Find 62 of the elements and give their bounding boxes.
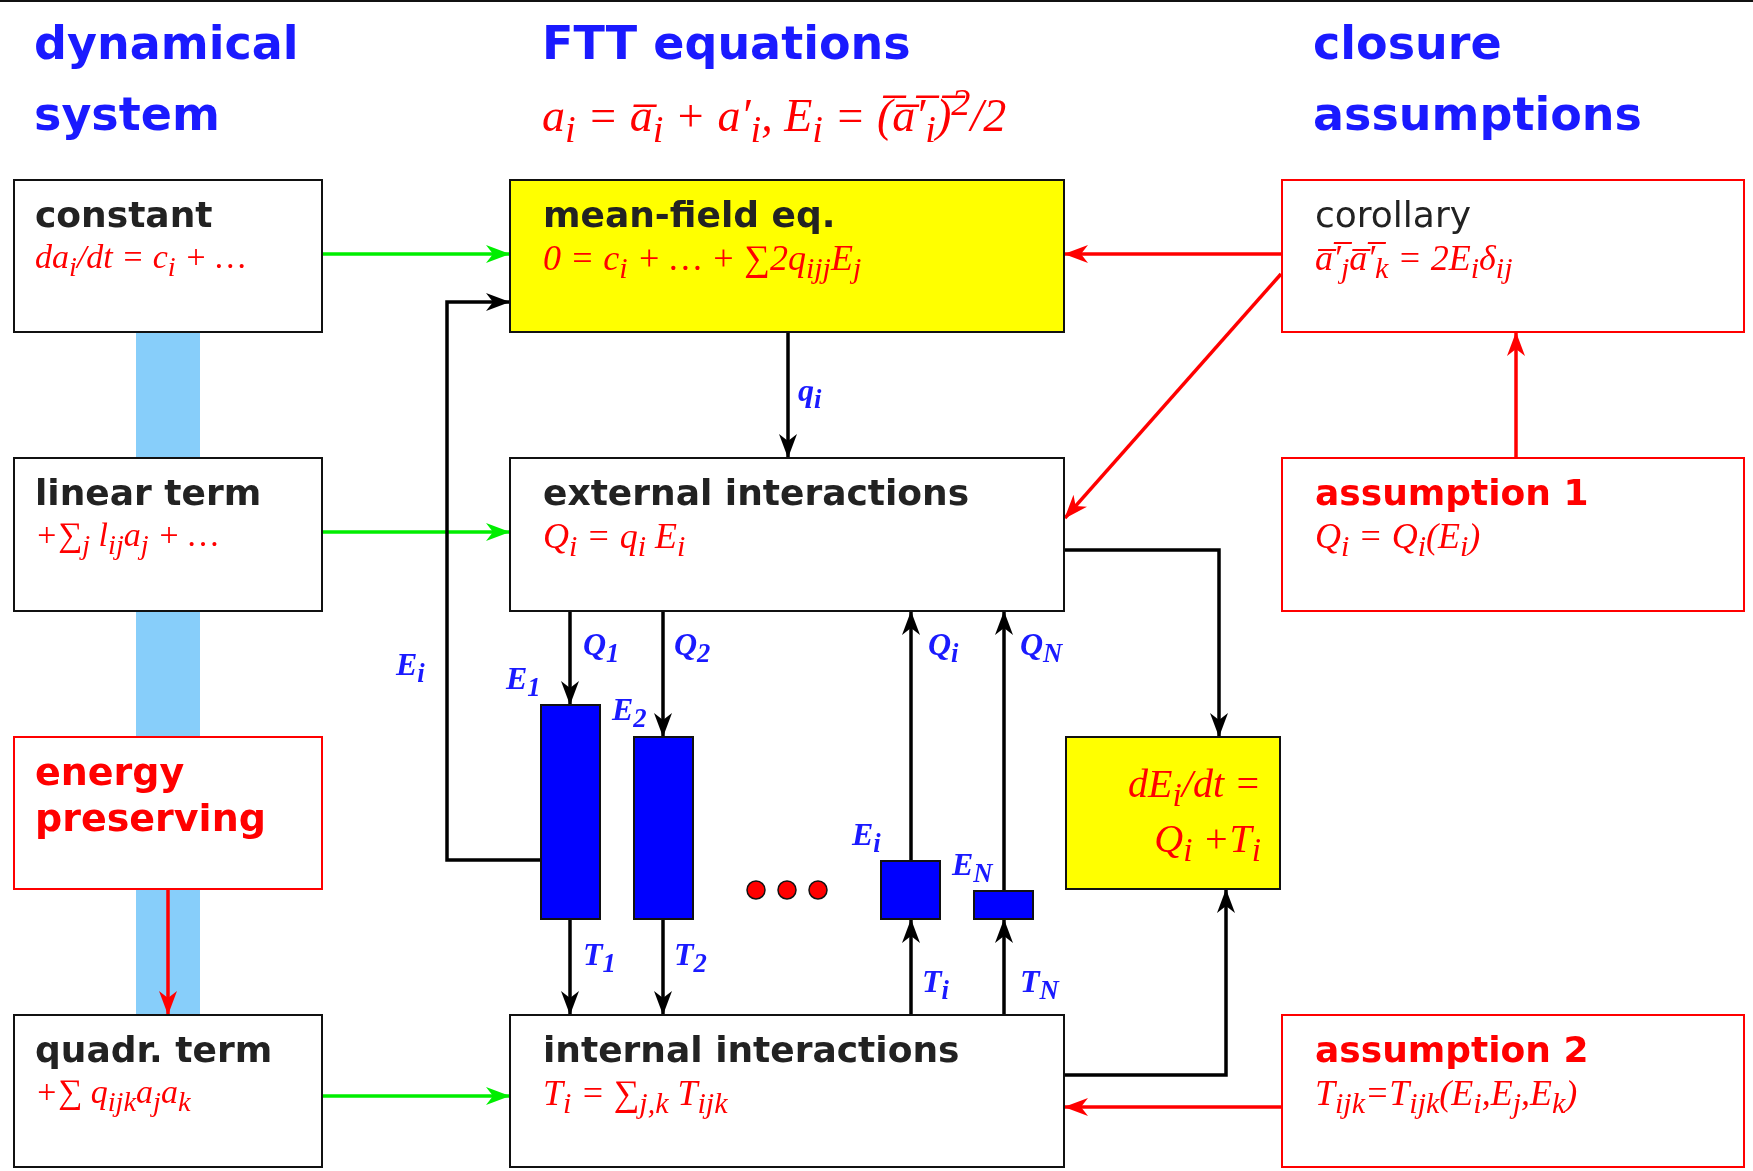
- equation: T$_{ijk}$=T$_{ijk}$(E$_{i}$,E$_{j}$,E$_{k}$): [1315, 1072, 1578, 1122]
- bar-label: E$_{1}$: [506, 662, 541, 702]
- box-title: assumption 2: [1315, 1028, 1589, 1072]
- energy-bar: [880, 860, 941, 920]
- box-title: external interactions: [543, 471, 970, 515]
- assumption-box: [13, 736, 323, 890]
- arrow: [995, 919, 1013, 1014]
- arrow: [654, 612, 672, 737]
- box-title: mean-field eq.: [543, 193, 836, 237]
- bar-label: E$_{2}$: [612, 693, 647, 733]
- equation: Q$_{i}$ = q$_{i}$ E$_{i}$: [543, 515, 686, 565]
- arrow: [995, 611, 1013, 890]
- assumption-box: [1281, 1014, 1745, 1168]
- arrow: [323, 523, 510, 541]
- arrow: [561, 612, 579, 705]
- box-title: corollary: [1315, 193, 1472, 237]
- box-title: energy preserving: [35, 750, 267, 842]
- equation: a̅′̅$_{j}$a̅′̅$_{k}$ = 2E$_{i}$δ$_{ij}$: [1315, 237, 1513, 287]
- box-title: assumption 1: [1315, 471, 1589, 515]
- column-heading: FTT equations: [542, 15, 912, 72]
- equation: T$_{i}$ = ∑$_{j,k}$ T$_{ijk}$: [543, 1072, 728, 1122]
- energy-bar: [973, 890, 1034, 920]
- equation: a$_{i}$ = a̅$_{i}$ + a′$_{i}$, E$_{i}$ = (̅a̅′̅$_{i}$)̅$^{2}$/2: [542, 80, 1008, 152]
- equation: +∑$_{j}$ l$_{ij}$a$_{j}$ + …: [35, 515, 219, 562]
- arrow: [445, 293, 540, 862]
- energy-bar: [540, 704, 601, 920]
- equation: +∑ q$_{ijk}$a$_{j}$a$_{k}$: [35, 1072, 191, 1119]
- equation: da$_{i}$/dt = c$_{i}$ + …: [35, 237, 246, 284]
- process-box: [509, 457, 1065, 612]
- arrow: [561, 920, 579, 1015]
- arrow: [654, 920, 672, 1015]
- arrow: [779, 333, 797, 458]
- process-box: [509, 1014, 1065, 1168]
- equation: Q$_{i}$ = Q$_{i}$(E$_{i}$): [1315, 515, 1481, 565]
- box-title: linear term: [35, 471, 262, 515]
- equation: 0 = c$_{i}$ + … + ∑2q$_{ijj}$E$_{j}$: [543, 237, 862, 287]
- box-title: constant: [35, 193, 213, 237]
- bar-label: E$_{i}$: [852, 818, 881, 858]
- arrow: [159, 890, 177, 1015]
- box-title: quadr. term: [35, 1028, 273, 1072]
- arrow: [902, 611, 920, 860]
- highlighted-box: [509, 179, 1065, 333]
- arrow: [1064, 1098, 1281, 1116]
- arrow: [902, 919, 920, 1014]
- equation-box: [1065, 736, 1281, 890]
- bar-label: E$_{N}$: [952, 848, 993, 888]
- arrow: [1064, 245, 1281, 263]
- arrow: [1507, 332, 1525, 457]
- energy-bar: [633, 736, 694, 920]
- arrow: [1065, 889, 1235, 1077]
- assumption-box: [1281, 457, 1745, 612]
- arrow: [323, 245, 510, 263]
- process-box: [13, 457, 323, 612]
- equation: dE$_{i}$/dt = Q$_{i}$ +T$_{i}$: [1127, 760, 1261, 870]
- arrow: [1065, 548, 1228, 737]
- column-heading: dynamical system: [34, 15, 300, 144]
- arrow: [323, 1087, 510, 1105]
- column-heading: closure assumptions: [1313, 15, 1643, 144]
- process-box: [13, 179, 323, 333]
- process-box: [13, 1014, 323, 1168]
- assumption-box: [1281, 179, 1745, 333]
- box-title: internal interactions: [543, 1028, 960, 1072]
